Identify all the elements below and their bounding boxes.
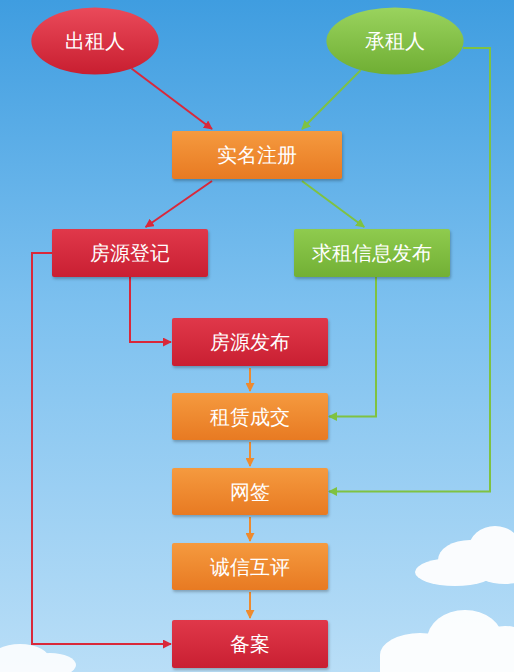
node-label: 诚信互评 (210, 555, 290, 579)
flow-arrow (249, 368, 251, 391)
process-box: 网签 (172, 468, 328, 515)
node-label: 备案 (230, 632, 270, 656)
party-ellipse: 承租人 (325, 6, 465, 76)
process-box: 租赁成交 (172, 393, 328, 440)
flow-arrow (130, 277, 171, 342)
process-box: 求租信息发布 (294, 229, 450, 277)
node-label: 承租人 (365, 29, 425, 53)
flow-arrow (302, 181, 364, 227)
node-label: 租赁成交 (210, 405, 290, 429)
flow-arrow (249, 592, 251, 618)
node-label: 求租信息发布 (312, 241, 432, 265)
flow-arrow (146, 181, 212, 227)
flow-arrow (132, 69, 213, 130)
node-label: 网签 (230, 480, 270, 504)
process-box: 实名注册 (172, 131, 342, 179)
node-label: 房源发布 (210, 330, 290, 354)
process-box: 诚信互评 (172, 543, 328, 590)
flow-arrow (329, 277, 376, 417)
node-label: 实名注册 (217, 143, 297, 167)
process-box: 房源发布 (172, 318, 328, 366)
ellipse-shape (326, 7, 463, 74)
flow-arrow (249, 517, 251, 541)
ellipse-shape (31, 7, 158, 74)
process-box: 备案 (172, 620, 328, 668)
process-box: 房源登记 (52, 229, 208, 277)
flow-arrow (302, 70, 361, 129)
flow-arrow (32, 253, 171, 644)
flow-arrow (249, 442, 251, 466)
node-label: 房源登记 (90, 241, 170, 265)
cloud (415, 526, 514, 586)
cloud (0, 644, 76, 672)
party-ellipse: 出租人 (30, 6, 160, 76)
cloud (380, 610, 514, 672)
node-label: 出租人 (65, 29, 125, 53)
